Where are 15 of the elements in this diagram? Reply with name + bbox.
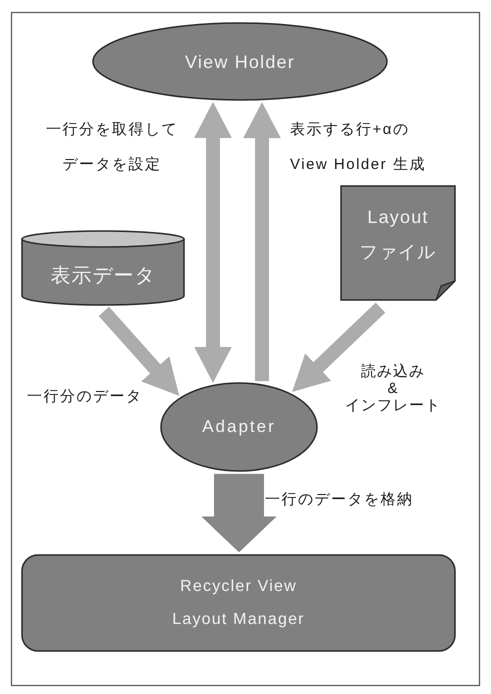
arrow (292, 302, 386, 392)
node-label: 表示データ (50, 264, 156, 288)
edge-label: 一行分を取得してデータを設定 (45, 120, 179, 175)
edge-label: 一行のデータを格納 (265, 490, 414, 510)
node-label: Layout Manager (172, 610, 305, 629)
node-label: View Holder (185, 50, 295, 72)
arrow (98, 306, 180, 396)
node-label: Layout ファイル (360, 206, 436, 264)
node-label: Recycler View (180, 577, 297, 596)
arrow (243, 102, 281, 382)
edge-label: 表示する行+αのView Holder 生成 (290, 120, 427, 175)
edge-label: 一行分のデータ (27, 387, 144, 407)
edge-label: 読み込み & インフレート (344, 363, 442, 414)
double-arrow (194, 102, 232, 383)
node-label: Adapter (202, 417, 276, 437)
